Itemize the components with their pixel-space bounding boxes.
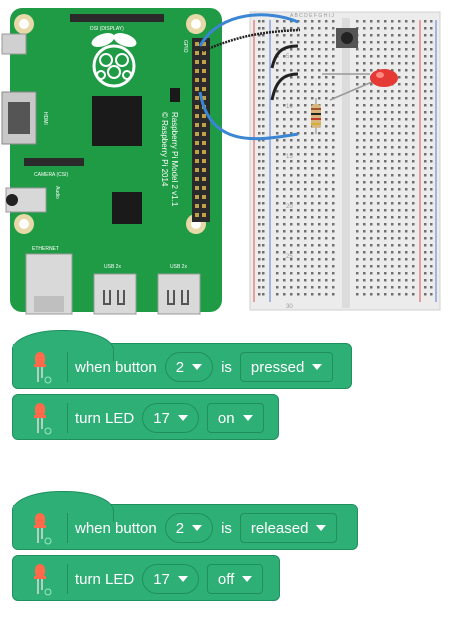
chevron-down-icon	[316, 525, 327, 531]
block-separator	[67, 513, 68, 543]
block-separator	[67, 403, 68, 433]
when-button-text: when button	[75, 519, 157, 537]
dropdown-value: 17	[153, 409, 170, 427]
is-text: is	[221, 358, 232, 376]
block-separator	[67, 352, 68, 382]
dropdown-value: off	[217, 570, 235, 588]
button-number-dropdown[interactable]: 2	[164, 352, 214, 382]
led-component	[322, 69, 398, 101]
dropdown-value: 17	[153, 570, 170, 588]
turn-led-text: turn LED	[75, 570, 135, 588]
dropdown-value: on	[217, 409, 235, 427]
block-separator	[67, 564, 68, 594]
chevron-down-icon	[312, 364, 323, 370]
turn-led-block[interactable]: turn LED 17 off	[12, 555, 280, 601]
usb-label-2: USB 2x	[170, 264, 187, 270]
led-icon	[34, 513, 52, 545]
turn-led-block[interactable]: turn LED 17 on	[12, 394, 279, 440]
board-model-text: Raspberry Pi Model 2 v1.1	[170, 112, 179, 207]
chevron-down-icon	[177, 576, 188, 582]
breadboard-column-letters: A B C D E F G H I J	[290, 13, 334, 19]
dsi-label: DSI (DISPLAY)	[90, 26, 124, 32]
chevron-down-icon	[192, 364, 203, 370]
gpio-label: GPIO	[182, 40, 188, 53]
button-state-dropdown[interactable]: pressed	[239, 352, 334, 382]
dropdown-value: 2	[175, 519, 185, 537]
raspberry-logo-icon	[91, 33, 137, 88]
usb-label-1: USB 2x	[104, 264, 121, 270]
when-button-text: when button	[75, 358, 157, 376]
breadboard-row-number: 25	[286, 254, 293, 260]
wires	[198, 13, 301, 141]
when-button-hat-block[interactable]: when button 2 is released	[12, 491, 358, 550]
raspberry-pi-board: DSI (DISPLAY) GPIO HDMI CAMERA (CSI)	[1, 8, 222, 315]
audio-label: Audio	[54, 186, 60, 199]
dropdown-value: 2	[175, 358, 185, 376]
chevron-down-icon	[177, 415, 188, 421]
button-state-dropdown[interactable]: released	[239, 513, 338, 543]
chevron-down-icon	[192, 525, 203, 531]
camera-label: CAMERA (CSI)	[34, 172, 69, 178]
led-icon	[34, 564, 52, 596]
breadboard-row-number: 15	[286, 154, 293, 160]
push-button	[336, 28, 358, 48]
breadboard-row-number: 5	[286, 54, 290, 60]
chevron-down-icon	[242, 576, 253, 582]
breadboard-row-number: 10	[286, 104, 293, 110]
led-state-dropdown[interactable]: off	[206, 564, 264, 594]
ethernet-label: ETHERNET	[32, 246, 59, 252]
resistor	[311, 98, 321, 134]
led-icon	[34, 403, 52, 435]
dropdown-value: pressed	[250, 358, 305, 376]
board-copyright-text: © Raspberry Pi 2014	[160, 112, 169, 187]
when-button-hat-block[interactable]: when button 2 is pressed	[12, 330, 352, 389]
turn-led-text: turn LED	[75, 409, 135, 427]
breadboard-row-number: 20	[286, 204, 293, 210]
dropdown-value: released	[250, 519, 309, 537]
breadboard: 5 10 15 20 25 30 A B C D E F G H I J	[249, 11, 441, 311]
led-icon	[34, 352, 52, 384]
led-state-dropdown[interactable]: on	[206, 403, 264, 433]
led-number-dropdown[interactable]: 17	[142, 564, 199, 594]
is-text: is	[221, 519, 232, 537]
breadboard-row-number: 30	[286, 304, 293, 310]
led-number-dropdown[interactable]: 17	[142, 403, 199, 433]
circuit-diagram: DSI (DISPLAY) GPIO HDMI CAMERA (CSI)	[1, 8, 441, 315]
hdmi-label: HDMI	[42, 112, 48, 125]
chevron-down-icon	[242, 415, 253, 421]
button-number-dropdown[interactable]: 2	[164, 513, 214, 543]
